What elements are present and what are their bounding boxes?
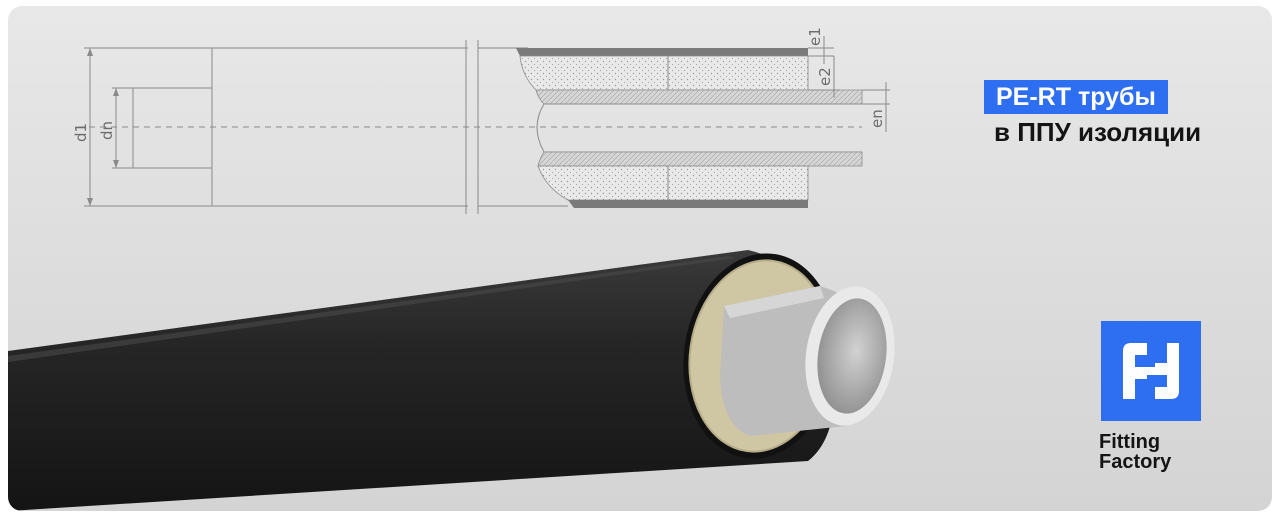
title-highlight: PE-RT трубы	[984, 80, 1168, 114]
label-d1: d1	[72, 123, 90, 142]
drawing-lines	[78, 40, 862, 214]
thickness-guides	[808, 36, 890, 132]
logo-line-2: Factory	[1099, 451, 1172, 473]
fitting-factory-logo-icon	[1101, 321, 1201, 421]
label-dn: dn	[98, 121, 116, 140]
pipe-3d-illustration	[8, 250, 895, 511]
logo-line-1: Fitting	[1099, 431, 1161, 453]
pipe-section-drawing	[516, 48, 863, 208]
banner-card: d1 dn e1 e2 en PE-RT трубы в ППУ изоляци…	[8, 6, 1272, 511]
label-en: en	[868, 109, 886, 128]
label-e2: e2	[816, 67, 834, 86]
technical-drawing: d1 dn e1 e2 en	[8, 27, 895, 511]
title-subline: в ППУ изоляции	[994, 117, 1202, 147]
dimension-arrows	[87, 48, 119, 206]
label-e1: e1	[806, 27, 824, 46]
logo-wordmark: Fitting Factory	[1099, 432, 1171, 472]
